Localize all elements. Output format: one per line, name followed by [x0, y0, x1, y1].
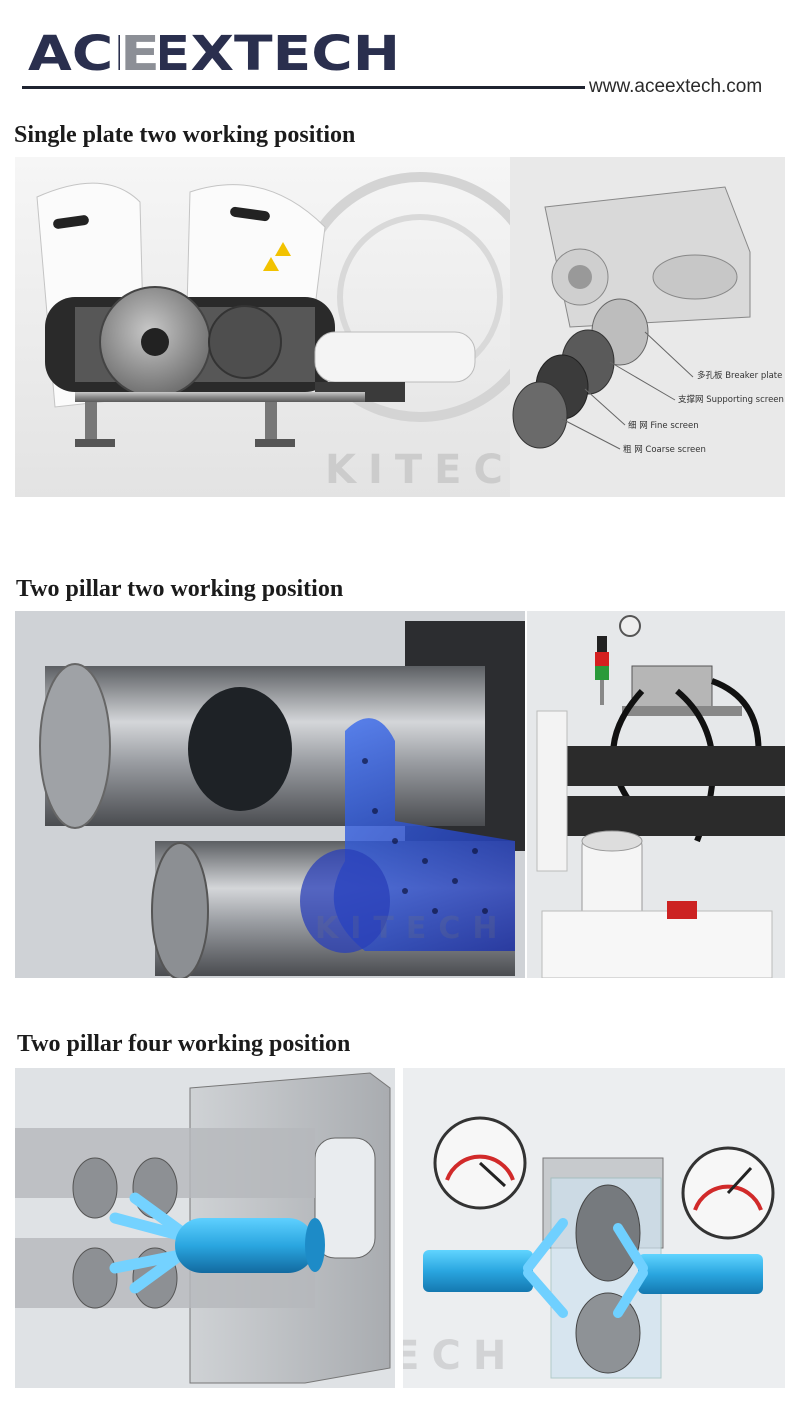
svg-text:E: E: [120, 30, 160, 72]
label-fine-screen: 细 网 Fine screen: [628, 421, 699, 431]
hydraulic-station-photo: [527, 611, 785, 978]
watermark-kitech: KITECH: [315, 911, 510, 946]
single-plate-photo: KITECH: [15, 157, 510, 497]
label-supporting-screen: 支撑网 Supporting screen: [678, 395, 784, 405]
header-divider: [22, 86, 585, 89]
watermark-kitech: KITECH: [325, 447, 510, 493]
four-position-gauges-render: KITECH: [403, 1068, 785, 1388]
section-title-two-pillar-four: Two pillar four working position: [17, 1031, 351, 1057]
label-coarse-screen: 粗 网 Coarse screen: [623, 445, 706, 455]
svg-text:ACEEXTECH: ACEEXTECH: [28, 30, 400, 72]
watermark-kitech: KITECH: [403, 1333, 519, 1379]
screen-exploded-diagram: 多孔板 Breaker plate 支撑网 Supporting screen …: [510, 157, 785, 497]
section-title-single-plate: Single plate two working position: [14, 122, 356, 148]
section-title-two-pillar-two: Two pillar two working position: [16, 576, 344, 602]
website-link[interactable]: www.aceextech.com: [589, 76, 763, 97]
two-pillar-cutaway-render: KITECH: [15, 611, 525, 978]
four-position-cutaway-render: [15, 1068, 395, 1388]
brand-logo: ACEEXTECH E: [28, 30, 400, 72]
label-breaker-plate: 多孔板 Breaker plate: [697, 371, 783, 381]
